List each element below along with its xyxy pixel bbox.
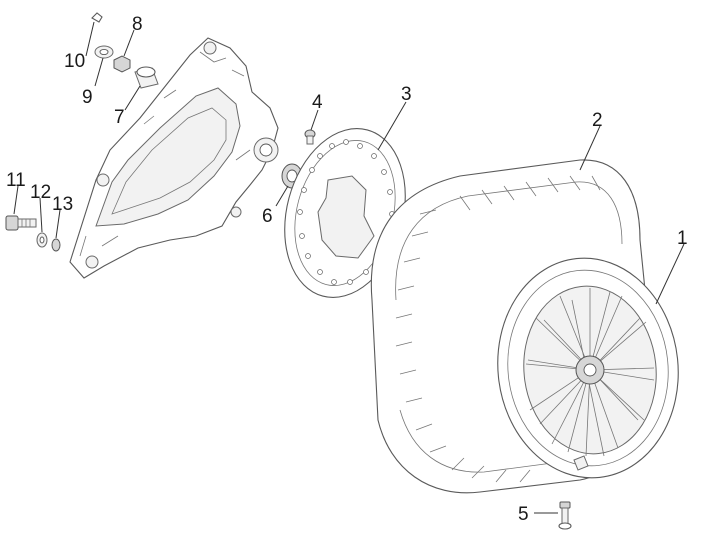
callout-5: 5 <box>518 504 529 525</box>
callout-2: 2 <box>592 110 603 131</box>
disc-bolt <box>304 129 316 145</box>
swing-arm-housing <box>69 37 279 279</box>
callout-7: 7 <box>114 107 125 128</box>
callout-6: 6 <box>262 206 273 227</box>
callout-labels: 1 2 3 4 5 6 7 8 9 10 11 12 13 <box>6 14 688 525</box>
small-hardware-top <box>91 12 159 89</box>
callout-1: 1 <box>677 228 688 249</box>
callout-12: 12 <box>30 182 51 203</box>
callout-3: 3 <box>401 84 412 105</box>
callout-4: 4 <box>312 92 323 113</box>
callout-10: 10 <box>64 51 85 72</box>
tyre-valve <box>558 501 572 530</box>
callout-8: 8 <box>132 14 143 35</box>
callout-9: 9 <box>82 87 93 108</box>
wheel-rim <box>497 257 679 479</box>
axle-bolt-assembly <box>5 215 61 252</box>
leader-lines <box>13 21 685 514</box>
callout-11: 11 <box>6 170 26 191</box>
callout-13: 13 <box>52 194 73 215</box>
